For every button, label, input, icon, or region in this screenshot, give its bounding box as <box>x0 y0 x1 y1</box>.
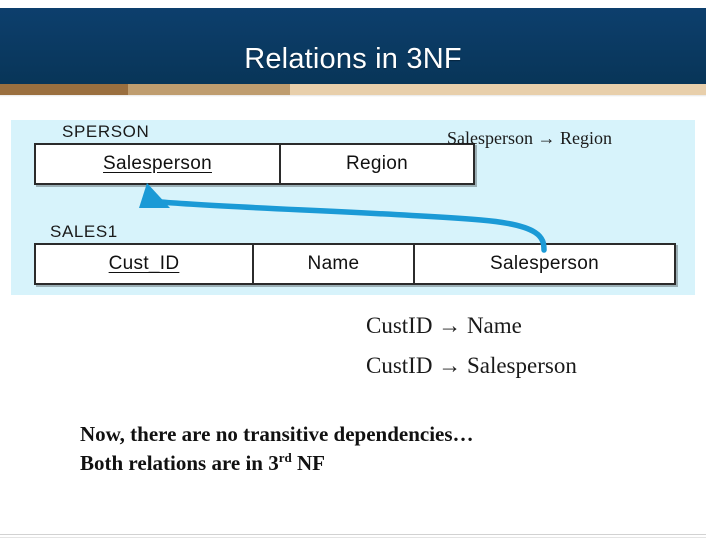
dependency-list: CustID → Name CustID → Salesperson <box>366 306 696 386</box>
relation-column-sales1-salesperson: Salesperson <box>413 245 674 283</box>
conclusion-line-2-suffix: NF <box>291 451 326 475</box>
dependency-line: CustID → Name <box>366 313 522 338</box>
relation-column-label: Cust_ID <box>108 253 180 274</box>
relation-column-label: Salesperson <box>490 253 599 274</box>
relation-column-label: Salesperson <box>103 153 212 174</box>
bottom-divider-shadow <box>0 537 706 538</box>
conclusion-block: Now, there are no transitive dependencie… <box>80 420 640 478</box>
relation-name-sales1: SALES1 <box>50 222 118 241</box>
relation-column-label: Region <box>345 153 408 174</box>
accent-stripe-shadow <box>0 95 706 97</box>
relation-name-sperson: SPERSON <box>62 122 150 141</box>
inline-dependency-annotation: Salesperson → Region <box>447 128 612 148</box>
relation-table-sales1: Cust_ID Name Salesperson <box>34 243 676 285</box>
accent-segment-light <box>290 84 706 95</box>
slide-title-band: Relations in 3NF <box>0 8 706 84</box>
relation-column-sperson-salesperson: Salesperson <box>36 145 279 183</box>
accent-stripe <box>0 84 706 95</box>
accent-segment-mid <box>128 84 290 95</box>
relation-table-sperson: Salesperson Region <box>34 143 475 185</box>
page-title: Relations in 3NF <box>244 43 462 75</box>
dependency-line: CustID → Salesperson <box>366 353 577 378</box>
relation-column-label: Name <box>307 253 360 274</box>
accent-segment-dark <box>0 84 128 95</box>
conclusion-line-2: Both relations are in 3rd NF <box>80 449 640 478</box>
conclusion-line-1: Now, there are no transitive dependencie… <box>80 422 474 446</box>
conclusion-line-2-prefix: Both relations are in 3 <box>80 451 279 475</box>
relation-column-sperson-region: Region <box>279 145 473 183</box>
conclusion-ordinal-suffix: rd <box>278 450 292 465</box>
relation-column-sales1-cust-id: Cust_ID <box>36 245 252 283</box>
relation-column-sales1-name: Name <box>252 245 413 283</box>
bottom-divider <box>0 534 706 535</box>
